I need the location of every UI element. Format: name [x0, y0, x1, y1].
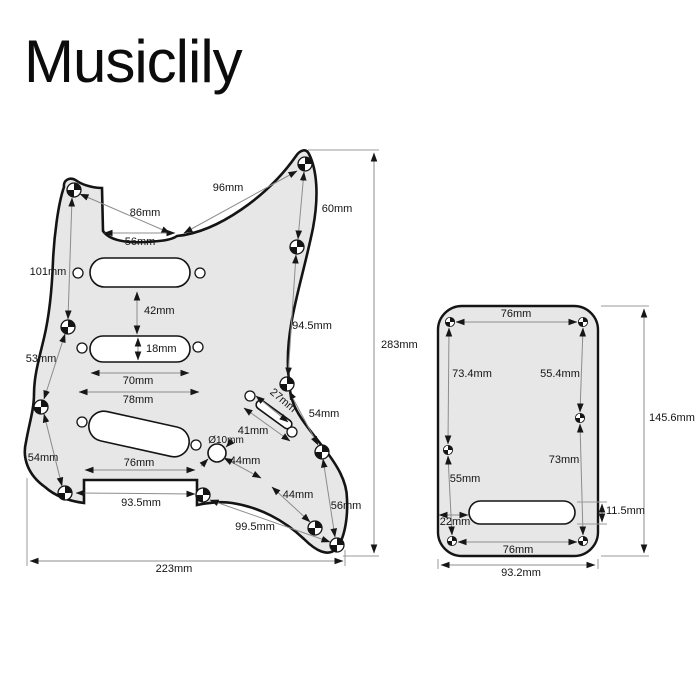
dim-label: 78mm: [123, 394, 154, 406]
dim-label: 99.5mm: [235, 521, 275, 533]
screw-hole: [314, 444, 330, 460]
screw-hole: [57, 485, 73, 501]
switch-screw-hole: [244, 390, 256, 402]
dim-line: [75, 489, 196, 498]
dim-label: 96mm: [213, 182, 244, 194]
dim-label: 53mm: [26, 353, 57, 365]
dim-line: [321, 458, 337, 538]
dim-label: 76mm: [501, 308, 532, 320]
dim-label: 55mm: [450, 473, 481, 485]
dim-label: 93.2mm: [501, 567, 541, 579]
backplate-outline: [436, 304, 600, 558]
dim-line: [285, 254, 299, 377]
dim-line: [445, 455, 455, 536]
dim-label: 70mm: [123, 375, 154, 387]
bridge-pickup-slot: [88, 410, 190, 458]
dim-line: [42, 413, 64, 487]
dim-line: [64, 197, 76, 320]
dim-line: [209, 499, 331, 543]
dim-label: 44mm: [230, 455, 261, 467]
screw-hole: [307, 520, 323, 536]
pickup-screw-hole: [76, 342, 88, 354]
dim-label: 55.4mm: [540, 368, 580, 380]
dim-label: 73mm: [549, 454, 580, 466]
dim-line: [243, 407, 291, 442]
screw-hole: [442, 444, 454, 456]
screw-hole: [66, 182, 82, 198]
backplate-drawing: 76mm 73.4mm 55.4mm 145.6mm 73mm 55mm 22m…: [436, 304, 695, 579]
screw-hole: [574, 412, 586, 424]
screw-hole: [60, 319, 76, 335]
dim-line: [43, 333, 66, 400]
screw-hole: [279, 376, 295, 392]
screw-hole: [297, 156, 313, 172]
screw-hole: [577, 535, 589, 547]
dim-label: 54mm: [28, 452, 59, 464]
pot-hole: [207, 443, 227, 463]
leader-line: [225, 438, 235, 448]
screw-hole: [329, 537, 345, 553]
pickup-screw-hole: [72, 267, 84, 279]
dim-label: 22mm: [440, 516, 471, 528]
screw-hole: [444, 316, 456, 328]
pickup-screw-hole: [76, 416, 88, 428]
dim-label: 60mm: [322, 203, 353, 215]
dim-label: 101mm: [30, 266, 67, 278]
dim-line: [295, 171, 307, 240]
screw-hole: [289, 239, 305, 255]
screw-hole: [195, 487, 211, 503]
dim-label: 42mm: [144, 305, 175, 317]
screw-hole: [446, 535, 458, 547]
switch-screw-hole: [286, 426, 298, 438]
dim-label: 94.5mm: [292, 320, 332, 332]
pickguard-drawing: 96mm 60mm 86mm 56mm 101mm 42mm 18mm 70mm…: [23, 149, 418, 575]
dim-line: [576, 327, 587, 413]
dim-line: [444, 327, 453, 445]
leader-line: [199, 458, 209, 468]
dim-label: 86mm: [130, 207, 161, 219]
brand-logo: Musiclily: [24, 28, 243, 95]
pickup-screw-hole: [192, 341, 204, 353]
pickup-screw-hole: [194, 267, 206, 279]
dim-line: [576, 423, 587, 536]
dim-label: 223mm: [156, 563, 193, 575]
dim-label: 54mm: [309, 408, 340, 420]
dim-line: [288, 390, 319, 446]
dim-label: 145.6mm: [649, 412, 695, 424]
dim-line: [79, 193, 171, 234]
screw-hole: [577, 316, 589, 328]
dim-label: 56mm: [125, 236, 156, 248]
dim-label: 18mm: [146, 343, 177, 355]
dim-label: 11.5mm: [606, 505, 645, 517]
neck-pickup-slot: [89, 257, 191, 288]
dim-line: [223, 457, 262, 479]
dim-label: 93.5mm: [121, 497, 161, 509]
screw-hole: [33, 399, 49, 415]
dim-label: 44mm: [283, 489, 314, 501]
string-access-slot: [468, 500, 576, 525]
dim-label: 56mm: [331, 500, 362, 512]
dim-label: 283mm: [381, 339, 418, 351]
dim-label: 76mm: [124, 457, 155, 469]
dim-label: 41mm: [238, 425, 269, 437]
dim-line: [183, 170, 298, 234]
dim-label: 76mm: [503, 544, 534, 556]
dim-label: Ø10mm: [208, 435, 244, 446]
pickup-screw-hole: [190, 439, 202, 451]
dim-label: 73.4mm: [452, 368, 492, 380]
